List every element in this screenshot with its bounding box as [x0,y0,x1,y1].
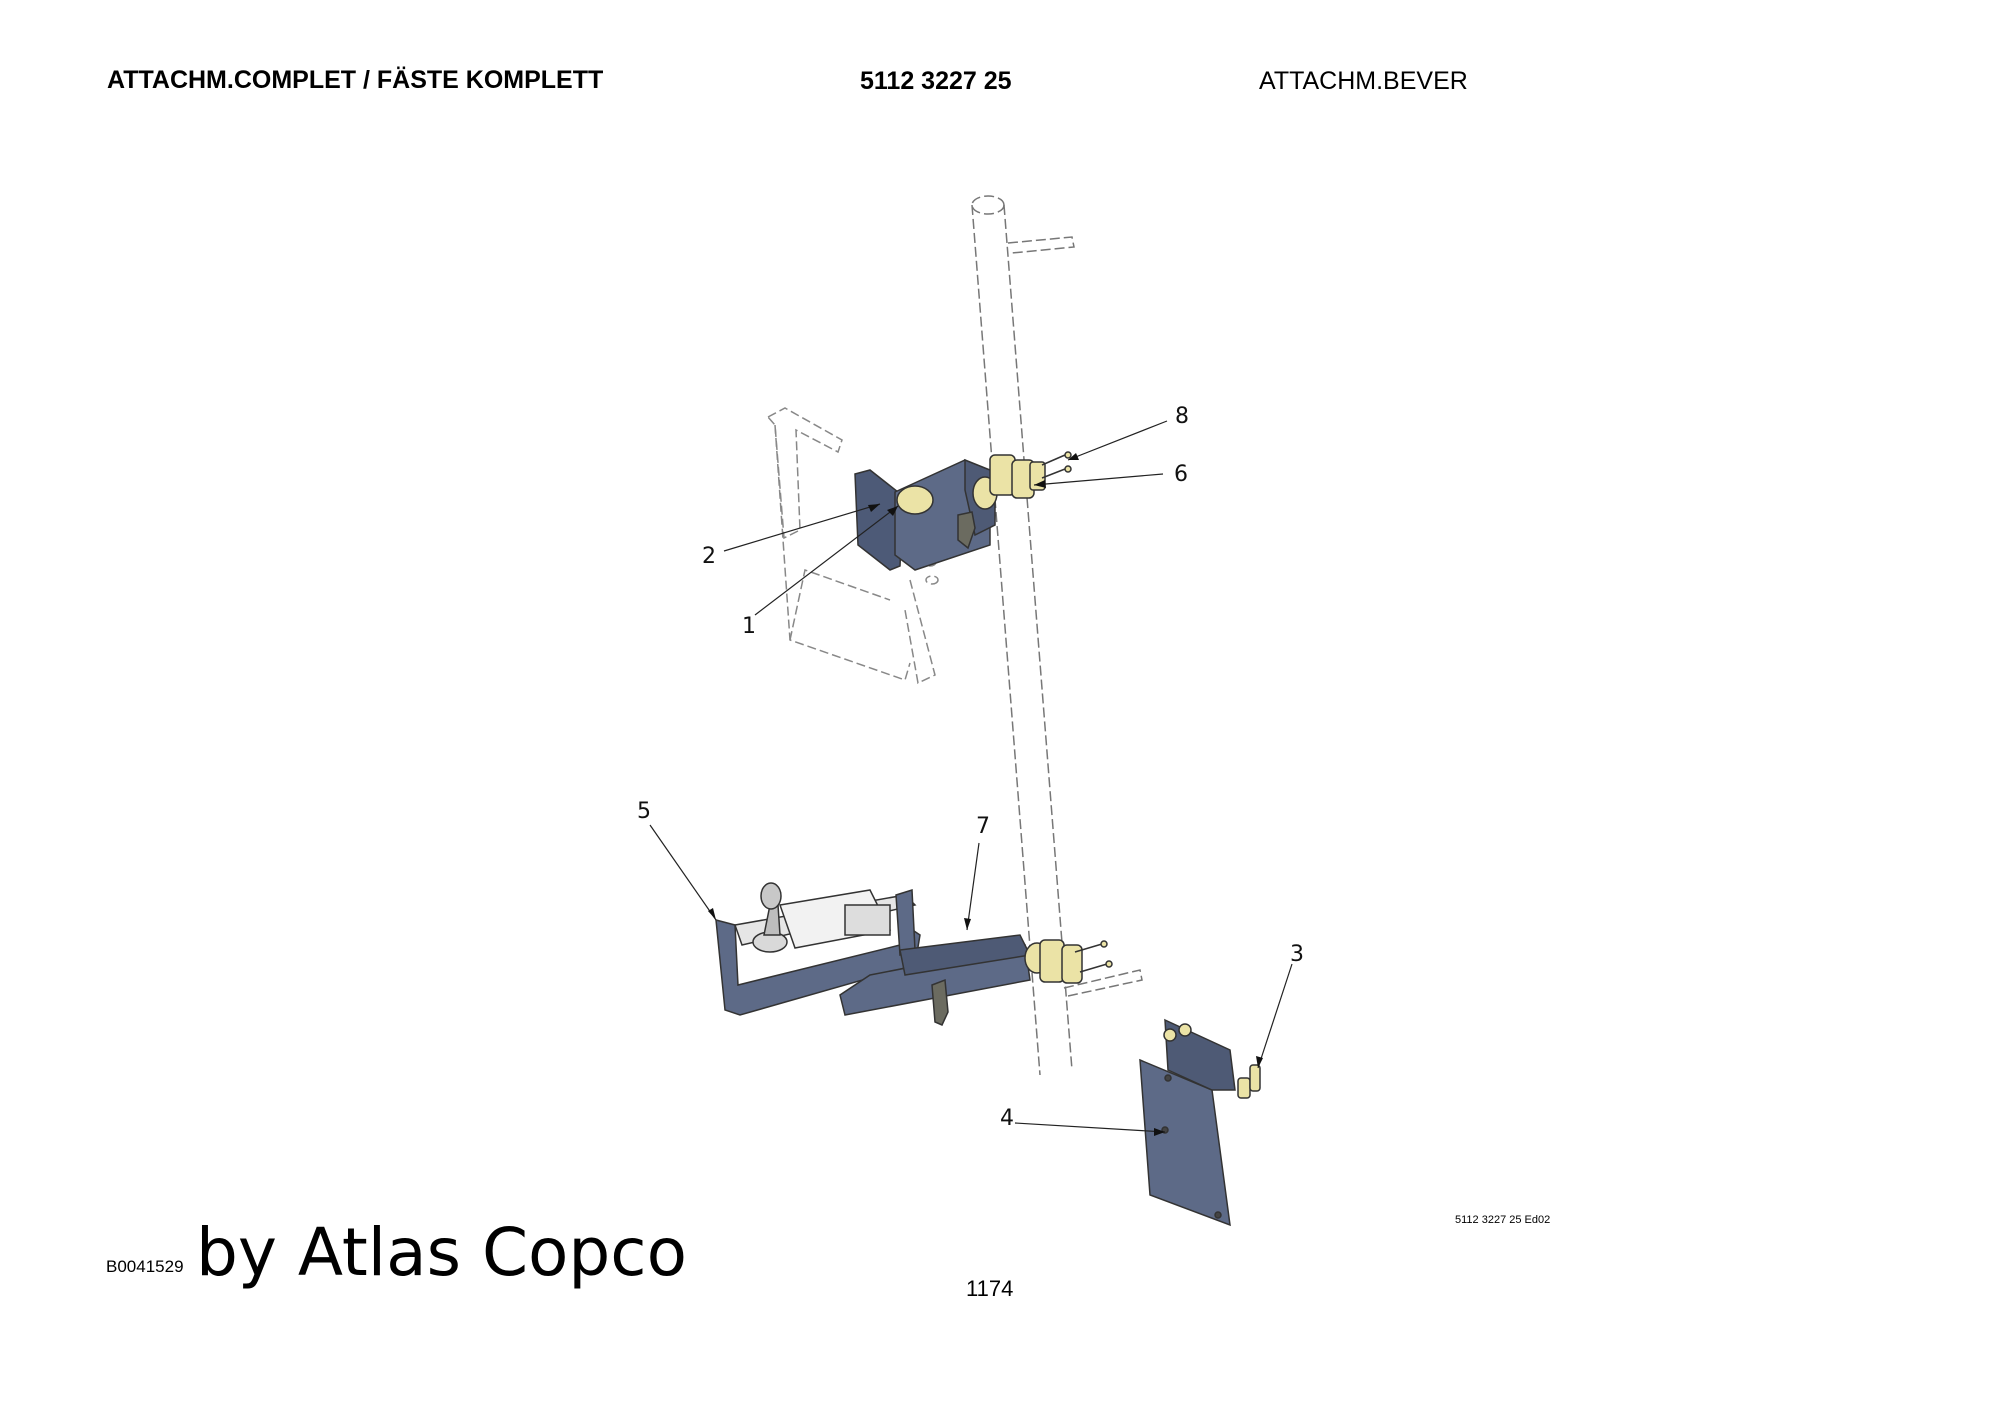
edition-code: 5112 3227 25 Ed02 [1455,1214,1551,1226]
callout-2: 2 [702,544,716,569]
leader-arrowheads [708,453,1263,1136]
brand-watermark: by Atlas Copco [196,1214,687,1291]
callout-7: 7 [976,814,990,839]
mast-pole [971,195,1143,1076]
seat-frame [766,407,939,685]
callout-6: 6 [1174,462,1188,487]
callout-1: 1 [742,614,756,639]
callout-5: 5 [637,799,651,824]
callout-8: 8 [1175,404,1189,429]
upper-pole-clamp [989,451,1072,499]
mounting-plate [1139,1018,1236,1227]
joystick-arm-assembly [715,882,1032,1026]
callout-leaders [649,420,1293,1133]
page-number: 1174 [966,1276,1014,1301]
document-subtitle: ATTACHM.BEVER [1259,67,1468,95]
document-title: ATTACHM.COMPLET / FÄSTE KOMPLETT [107,66,604,94]
part-number: 5112 3227 25 [860,67,1012,95]
drawing-code: B0041529 [106,1257,184,1276]
lower-pole-clamp [1024,939,1113,984]
callout-4: 4 [1000,1106,1014,1131]
upper-mount-bracket [854,458,998,571]
callout-3: 3 [1290,942,1304,967]
plate-clamp-bolts [1163,1023,1261,1099]
